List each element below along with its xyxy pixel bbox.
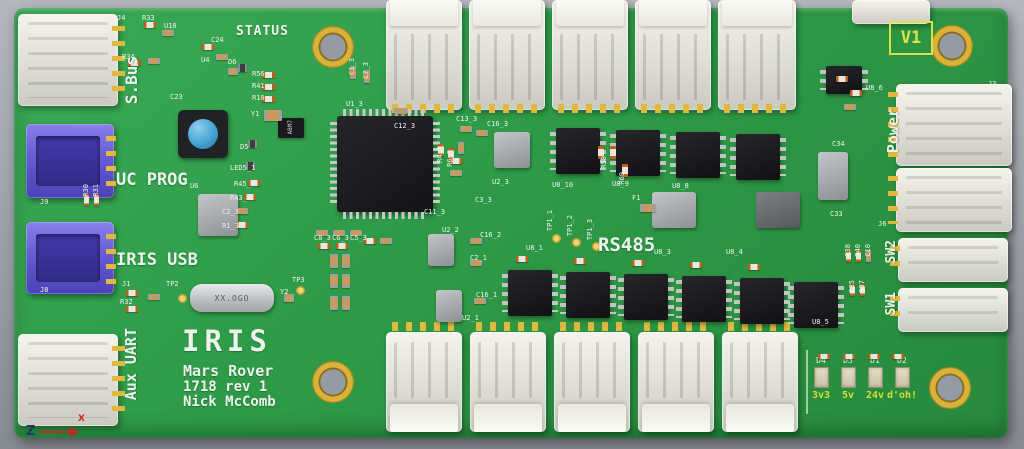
axis-x-arrowhead [70,427,79,437]
axis-z-label: Z [26,424,36,439]
axis-x-label: X [78,414,85,424]
pcb-board [14,8,1008,438]
axis-x-arrow [40,431,70,433]
axis-indicator: Z X [22,412,92,444]
